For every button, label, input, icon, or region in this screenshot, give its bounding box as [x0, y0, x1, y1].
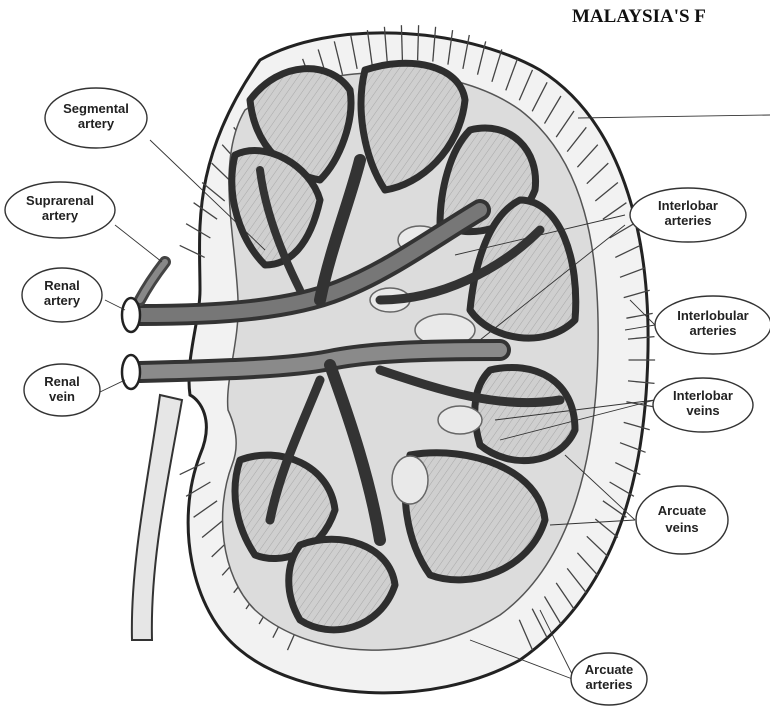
- renal-vein-opening: [122, 355, 140, 389]
- label-arcuate-arteries: Arcuate arteries: [571, 653, 647, 705]
- svg-text:Interlobar: Interlobar: [658, 198, 718, 213]
- svg-text:artery: artery: [78, 116, 115, 131]
- svg-text:arteries: arteries: [690, 323, 737, 338]
- svg-text:artery: artery: [42, 208, 79, 223]
- label-segmental-artery: Segmental artery: [45, 88, 147, 148]
- svg-text:vein: vein: [49, 389, 75, 404]
- svg-text:Arcuate: Arcuate: [585, 662, 633, 677]
- renal-artery-opening: [122, 298, 140, 332]
- svg-text:veins: veins: [665, 520, 698, 535]
- page-header: MALAYSIA'S F: [572, 6, 706, 27]
- ureter: [132, 395, 182, 640]
- svg-text:Arcuate: Arcuate: [658, 503, 706, 518]
- svg-text:artery: artery: [44, 293, 81, 308]
- svg-text:Renal: Renal: [44, 374, 79, 389]
- svg-text:arteries: arteries: [665, 213, 712, 228]
- label-interlobar-veins: Interlobar veins: [653, 378, 753, 432]
- label-arcuate-veins: Arcuate veins: [636, 486, 728, 554]
- svg-text:veins: veins: [686, 403, 719, 418]
- svg-text:Interlobular: Interlobular: [677, 308, 749, 323]
- label-interlobular-arteries: Interlobular arteries: [655, 296, 770, 354]
- label-suprarenal-artery: Suprarenal artery: [5, 182, 115, 238]
- svg-text:Renal: Renal: [44, 278, 79, 293]
- svg-text:Suprarenal: Suprarenal: [26, 193, 94, 208]
- label-renal-vein: Renal vein: [24, 364, 100, 416]
- svg-text:arteries: arteries: [586, 677, 633, 692]
- svg-text:Interlobar: Interlobar: [673, 388, 733, 403]
- label-renal-artery: Renal artery: [22, 268, 102, 322]
- label-interlobar-arteries: Interlobar arteries: [630, 188, 746, 242]
- svg-text:Segmental: Segmental: [63, 101, 129, 116]
